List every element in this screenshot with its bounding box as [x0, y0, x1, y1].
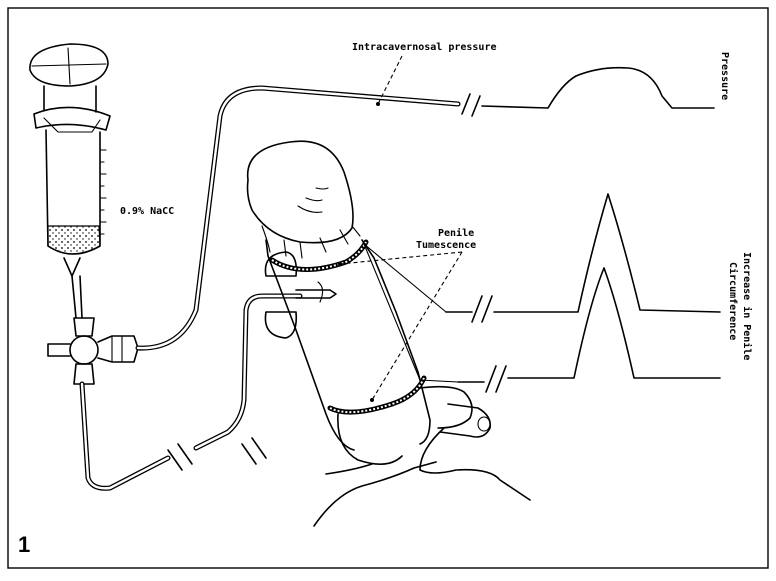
three-way-stopcock — [47, 317, 139, 385]
hand — [313, 385, 531, 527]
circumference-label-line1: Increase in Penile — [741, 252, 753, 360]
tumescence-traces — [445, 193, 721, 393]
pressure-trace — [481, 66, 715, 109]
plunger-stem — [43, 85, 97, 113]
infusion-line-break-right — [241, 437, 267, 465]
tumescence-leader-lower — [371, 251, 463, 401]
pressure-line-break — [461, 93, 481, 117]
syringe — [29, 43, 111, 319]
wrist-lower — [313, 461, 437, 527]
glans — [246, 140, 354, 244]
intracavernosal-pressure-label: Intracavernosal pressure — [352, 42, 497, 53]
stopcock-top-port — [73, 317, 95, 337]
needle-shaft — [295, 289, 337, 299]
pressure-leader — [377, 55, 403, 105]
panel-number: 1 — [18, 532, 30, 557]
upper-trace-break — [471, 295, 493, 323]
pressure-tubing — [135, 66, 715, 351]
lower-strain-gauge — [327, 375, 427, 415]
penile-tumescence-label-line2: Tumescence — [416, 240, 476, 251]
shaft-left-edge — [265, 239, 355, 451]
stopcock-right-port — [97, 335, 139, 363]
infusion-line-break-left — [167, 443, 193, 471]
syringe-flange-inner — [43, 117, 101, 133]
plunger-cross — [31, 47, 107, 85]
syringe-fluid — [47, 225, 101, 255]
penile-tumescence-label-line1: Penile — [438, 227, 474, 239]
leader-lines — [338, 55, 463, 402]
gauge-connector — [363, 243, 421, 381]
infusion-tubing — [79, 293, 303, 491]
shaft-right-edge — [361, 239, 431, 445]
finger — [439, 403, 492, 438]
needle-tip-arrow — [317, 281, 324, 303]
upper-gauge-wire — [363, 243, 447, 313]
stopcock-bottom-port — [73, 363, 95, 385]
syringe-neck — [63, 257, 81, 277]
glans-corona — [261, 225, 361, 259]
syringe-tip — [71, 275, 83, 319]
thumb — [419, 385, 473, 429]
palm-edge — [419, 427, 531, 501]
figure-frame — [7, 7, 769, 569]
saline-label: 0.9% NaCC — [120, 206, 174, 217]
syringe-graduations — [99, 149, 107, 235]
lower-gauge-wire — [419, 379, 459, 383]
butterfly-wing-bottom — [264, 311, 298, 339]
upper-circumference-trace — [493, 193, 721, 313]
lower-trace-break — [485, 365, 507, 393]
stopcock-body — [69, 335, 99, 365]
pressure-axis-label: Pressure — [719, 52, 730, 100]
stopcock-left-port — [47, 343, 71, 357]
circumference-label-line2: Circumference — [727, 262, 739, 340]
lower-circumference-trace — [507, 267, 721, 379]
plunger-head — [29, 43, 109, 87]
